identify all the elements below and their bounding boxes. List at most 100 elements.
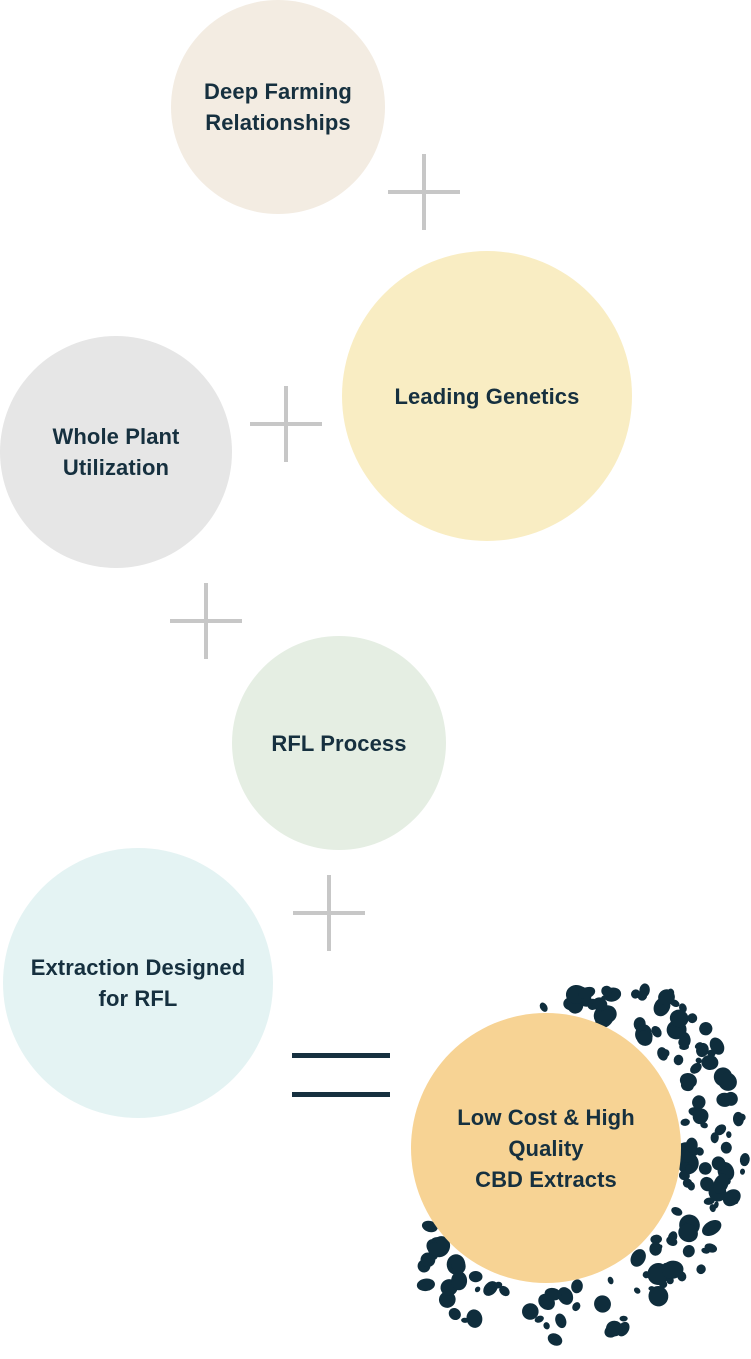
dot <box>673 1054 684 1066</box>
dot <box>710 1132 719 1144</box>
dot <box>555 1313 567 1329</box>
dot <box>461 1317 469 1323</box>
dot <box>544 1287 562 1301</box>
dot <box>687 1181 695 1191</box>
node-result: Low Cost & High Quality CBD Extracts <box>411 1013 681 1283</box>
node-label: Whole Plant Utilization <box>52 424 180 480</box>
dot <box>692 1108 709 1125</box>
node-label: Extraction Designed for RFL <box>30 955 246 1011</box>
dot <box>451 1271 468 1291</box>
dot <box>726 1131 732 1138</box>
node-leading-genetics: Leading Genetics <box>342 251 632 541</box>
dot <box>692 1095 706 1110</box>
dot <box>678 1036 689 1048</box>
dot <box>592 997 608 1012</box>
dot <box>606 1320 623 1337</box>
node-label: RFL Process <box>271 730 407 756</box>
dot <box>714 1124 727 1136</box>
dot <box>680 1118 690 1126</box>
dot <box>661 1049 670 1058</box>
dot <box>667 1231 678 1243</box>
dot <box>694 1042 703 1050</box>
dot <box>687 1013 698 1024</box>
node-deep-farming: Deep Farming Relationships <box>171 0 385 214</box>
node-rfl-process: RFL Process <box>232 636 446 850</box>
dot <box>658 989 675 1006</box>
dot <box>601 995 607 1001</box>
dot <box>698 1162 712 1175</box>
dot <box>696 1264 706 1275</box>
node-label: Leading Genetics <box>394 383 580 409</box>
dot <box>522 1303 539 1320</box>
dot <box>416 1278 435 1292</box>
dot <box>713 1173 729 1194</box>
dot <box>578 986 596 999</box>
dot <box>682 1245 695 1258</box>
dot <box>711 1156 726 1171</box>
dot <box>468 1270 483 1283</box>
plus-icon <box>250 386 322 462</box>
dot <box>499 1285 510 1297</box>
plus-icon <box>293 875 365 951</box>
dot <box>679 1072 697 1089</box>
plus-icon <box>388 154 460 230</box>
dot <box>713 1201 719 1209</box>
plus-icon <box>170 583 242 659</box>
dot <box>722 1189 741 1207</box>
dot <box>483 1281 498 1296</box>
dot <box>703 1197 715 1205</box>
dot <box>738 1113 746 1121</box>
dot <box>701 1054 719 1071</box>
dot <box>451 1258 466 1274</box>
dot <box>650 1234 662 1244</box>
dot <box>702 1219 722 1237</box>
dot <box>739 1168 746 1175</box>
dot <box>494 1281 503 1289</box>
dot <box>709 1037 725 1055</box>
dot <box>427 1242 441 1256</box>
dot <box>648 1286 655 1291</box>
dot <box>534 1315 544 1323</box>
dot <box>633 1287 641 1294</box>
equals-icon <box>292 1053 390 1097</box>
dot <box>695 1057 702 1064</box>
dot <box>474 1286 481 1293</box>
dot <box>572 1302 581 1312</box>
dot <box>636 1030 653 1046</box>
dot <box>699 1022 713 1036</box>
dot <box>685 1137 698 1153</box>
dot <box>720 1141 732 1154</box>
dot <box>547 1333 563 1346</box>
dot <box>630 1249 646 1267</box>
dot <box>651 1026 662 1038</box>
dot <box>619 1315 628 1322</box>
dot <box>690 1062 702 1074</box>
dot <box>594 1295 611 1313</box>
dot <box>724 1091 738 1106</box>
dot <box>543 1322 550 1330</box>
dot <box>671 1207 683 1216</box>
dot <box>648 1286 669 1307</box>
dot <box>669 1009 689 1028</box>
dot <box>678 1223 698 1243</box>
dot <box>466 1309 483 1328</box>
dot <box>637 991 648 1001</box>
dot <box>438 1291 456 1308</box>
dot <box>539 1002 548 1012</box>
dot <box>571 1279 583 1294</box>
dot <box>661 1260 684 1279</box>
dot <box>557 1287 574 1305</box>
node-label: Deep Farming Relationships <box>204 79 352 135</box>
node-whole-plant: Whole Plant Utilization <box>0 336 232 568</box>
dot <box>448 1307 461 1321</box>
dot <box>607 1276 614 1285</box>
dot <box>739 1153 750 1167</box>
dot <box>601 985 613 997</box>
dot <box>649 1242 662 1256</box>
dot <box>718 1072 737 1091</box>
result-label: Low Cost & High Quality CBD Extracts <box>457 1104 635 1192</box>
dot <box>704 1243 718 1253</box>
dot <box>420 1252 436 1268</box>
dot <box>685 1164 693 1174</box>
